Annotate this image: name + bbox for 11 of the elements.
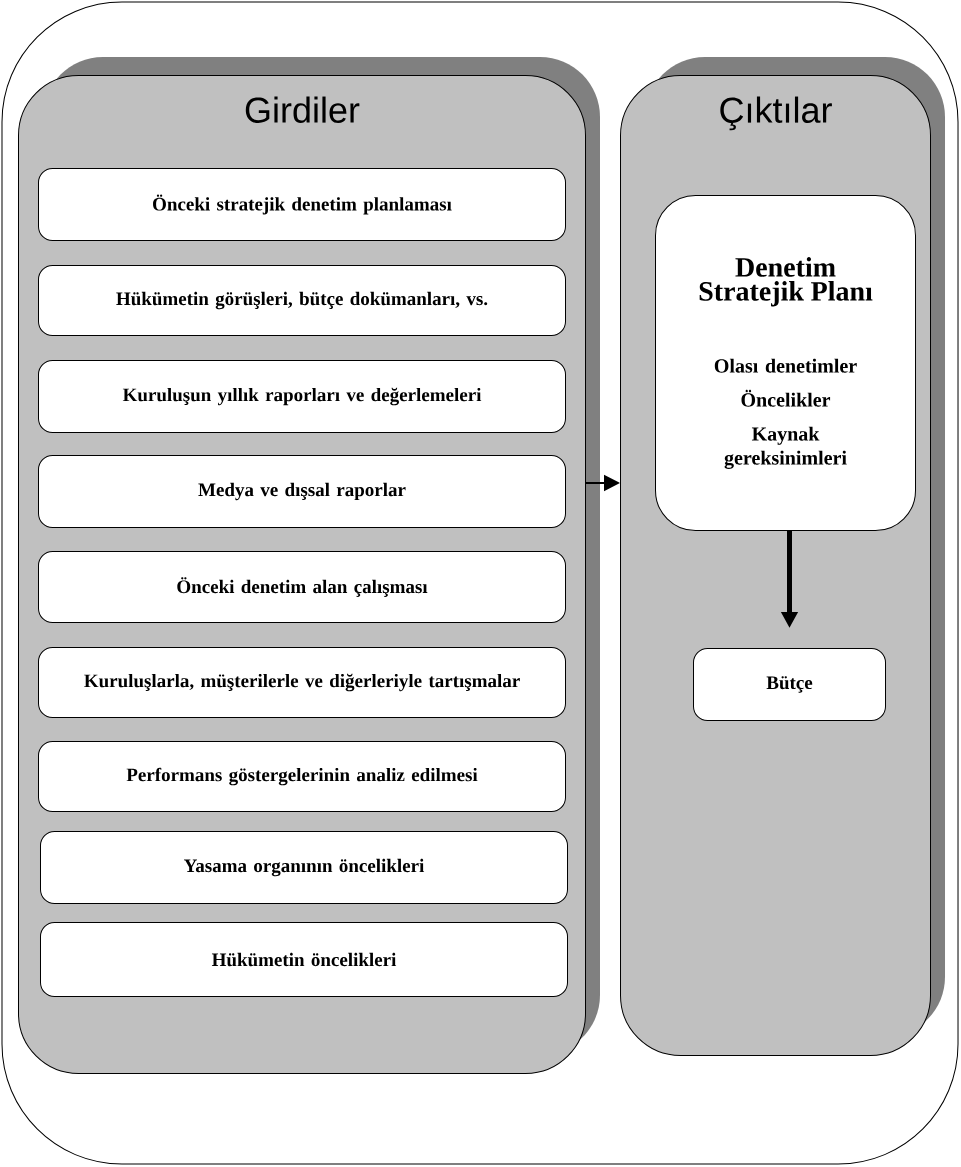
text-box: Bütçe [693,648,886,721]
text-box: Önceki stratejik denetim planlaması [38,168,566,241]
text-box: Performans göstergelerinin analiz edilmesi [38,741,566,812]
text-box: Yasama organının öncelikleri [40,831,568,904]
text-box: Önceki denetim alan çalışması [38,551,566,623]
text-box: Medya ve dışsal raporlar [38,455,566,528]
text-box: Hükümetin öncelikleri [40,922,568,997]
text-box: Hükümetin görüşleri, bütçe dokümanları, vs. [38,265,566,336]
text-box: Kuruluşlarla, müşterilerle ve diğerleriyle tartışmalar [38,647,566,718]
text-box: Kuruluşun yıllık raporları ve değerlemeleri [38,360,566,433]
text-box: Denetim Stratejik Planı Olası denetimler Öncelikler Kaynak gereksinimleri [655,195,916,531]
